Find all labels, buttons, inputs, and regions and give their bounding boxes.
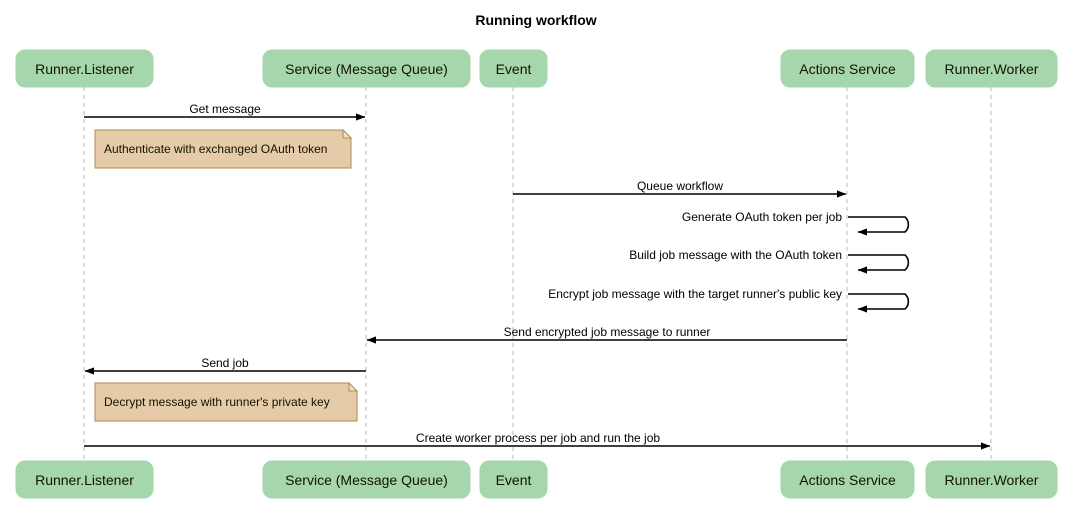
message-label: Queue workflow — [637, 179, 723, 193]
actor-box — [15, 49, 154, 88]
message-label: Encrypt job message with the target runn… — [548, 287, 842, 301]
actor-label: Runner.Worker — [945, 61, 1039, 77]
actor-box — [262, 49, 471, 88]
actor-box — [262, 460, 471, 499]
message-build-job-message-with-the-oauth-token[interactable]: Build job message with the OAuth token — [629, 248, 910, 274]
actor-top-event[interactable]: Event — [479, 49, 548, 88]
actor-label: Actions Service — [799, 61, 896, 77]
actor-label: Runner.Listener — [35, 472, 134, 488]
note-decrypt: Decrypt message with runner's private ke… — [94, 381, 359, 422]
actor-label: Event — [496, 472, 532, 488]
actor-top-runner-worker[interactable]: Runner.Worker — [925, 49, 1058, 88]
actor-label: Service (Message Queue) — [285, 472, 448, 488]
actor-box — [925, 49, 1058, 88]
actor-bottom-event[interactable]: Event — [479, 460, 548, 499]
message-label: Get message — [189, 102, 261, 116]
message-label: Send job — [201, 356, 249, 370]
message-create-worker-process-per-job-and-run-the-job[interactable]: Create worker process per job and run th… — [84, 431, 991, 450]
actors-bottom-group: Runner.Listener Service (Message Queue) … — [15, 460, 1058, 499]
actor-box — [479, 460, 548, 499]
actor-label: Service (Message Queue) — [285, 61, 448, 77]
actors-top-group: Runner.Listener Service (Message Queue) … — [15, 49, 1058, 88]
note-authenticate: Authenticate with exchanged OAuth token — [94, 128, 353, 169]
actor-top-actions-service[interactable]: Actions Service — [780, 49, 915, 88]
note-shape — [94, 129, 352, 169]
message-label: Generate OAuth token per job — [682, 210, 842, 224]
actor-box — [925, 460, 1058, 499]
actor-label: Runner.Listener — [35, 61, 134, 77]
message-queue-workflow[interactable]: Queue workflow — [513, 179, 847, 198]
actor-box — [780, 460, 915, 499]
message-encrypt-job-message-with-the-target-runners-public-key[interactable]: Encrypt job message with the target runn… — [548, 287, 910, 313]
message-send-encrypted-job-message-to-runner[interactable]: Send encrypted job message to runner — [366, 325, 847, 344]
actor-label: Event — [496, 61, 532, 77]
actor-bottom-actions-service[interactable]: Actions Service — [780, 460, 915, 499]
message-label: Build job message with the OAuth token — [629, 248, 842, 262]
note-shape — [94, 382, 358, 422]
actor-bottom-runner-worker[interactable]: Runner.Worker — [925, 460, 1058, 499]
note-label: Decrypt message with runner's private ke… — [104, 395, 330, 409]
note-label: Authenticate with exchanged OAuth token — [104, 142, 327, 156]
actor-bottom-runner-listener[interactable]: Runner.Listener — [15, 460, 154, 499]
actor-top-service-message-queue[interactable]: Service (Message Queue) — [262, 49, 471, 88]
message-get-message[interactable]: Get message — [84, 102, 366, 121]
message-self-loop-arrow — [848, 216, 910, 236]
message-send-job[interactable]: Send job — [84, 356, 366, 375]
note-fold-corner-icon — [348, 381, 359, 392]
actor-label: Runner.Worker — [945, 472, 1039, 488]
note-fold-corner-icon — [342, 128, 353, 139]
actor-box — [780, 49, 915, 88]
page-title: Running workflow — [475, 12, 596, 28]
message-generate-oauth-token-per-job[interactable]: Generate OAuth token per job — [682, 210, 910, 236]
actor-label: Actions Service — [799, 472, 896, 488]
lifelines-group — [83, 87, 992, 461]
message-self-loop-arrow — [848, 254, 910, 274]
actor-bottom-service-message-queue[interactable]: Service (Message Queue) — [262, 460, 471, 499]
actor-box — [15, 460, 154, 499]
actor-box — [479, 49, 548, 88]
message-self-loop-arrow — [848, 293, 910, 313]
message-label: Create worker process per job and run th… — [416, 431, 660, 445]
message-label: Send encrypted job message to runner — [504, 325, 711, 339]
actor-top-runner-listener[interactable]: Runner.Listener — [15, 49, 154, 88]
